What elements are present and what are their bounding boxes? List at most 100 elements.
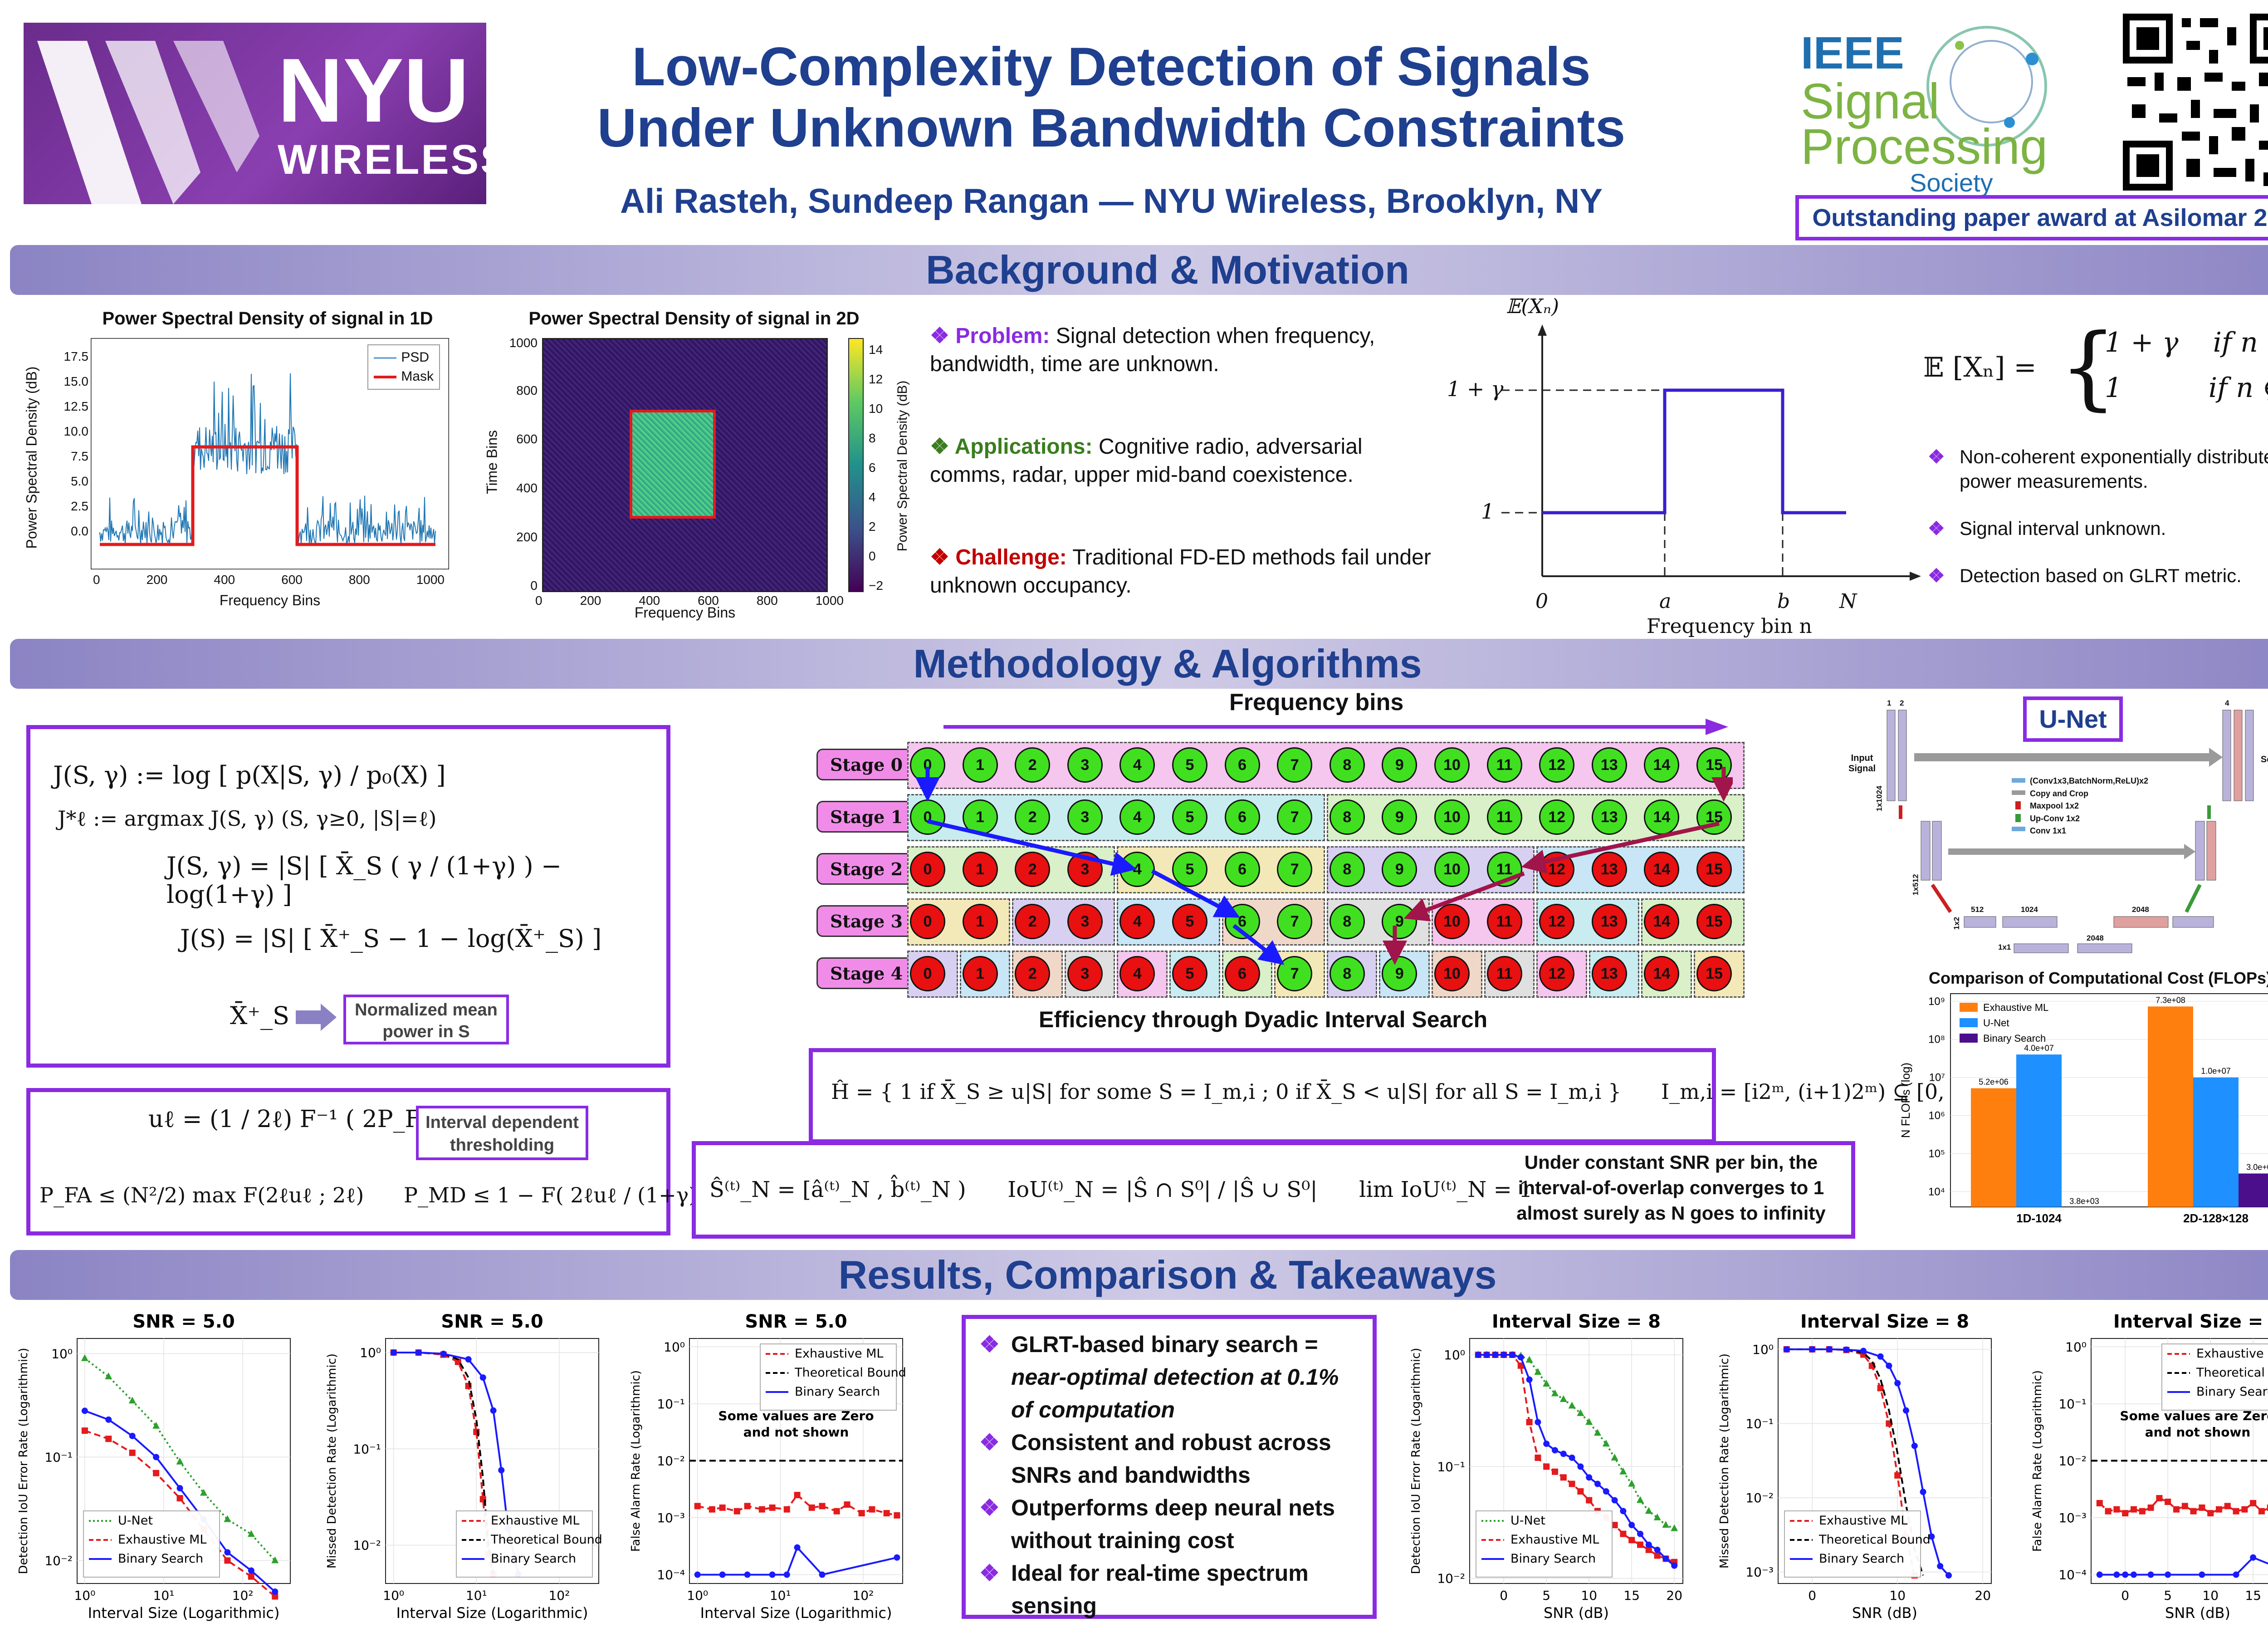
data-point — [2173, 1506, 2180, 1513]
bin-circle: 14 — [1644, 852, 1680, 887]
ylabel: False Alarm Rate (Logarithmic) — [2031, 1370, 2044, 1552]
data-point — [390, 1349, 397, 1356]
xtick: 10¹ — [466, 1588, 487, 1603]
diamond-icon: ❖ — [930, 435, 955, 459]
psd1d-xticks: 0 200 400 600 800 1000 — [91, 573, 449, 591]
data-point — [153, 1470, 160, 1476]
iou-convergence-text: Under constant SNR per bin, the interval… — [1516, 1152, 1826, 1224]
data-point — [1653, 1513, 1661, 1520]
bin-circle: 1 — [962, 799, 998, 835]
ytick: 15.0 — [64, 374, 89, 388]
bin-circle: 0 — [910, 956, 945, 991]
data-point — [1577, 1488, 1584, 1495]
network-swirl-icon — [1926, 26, 2047, 147]
data-point — [2113, 1506, 2120, 1513]
data-point — [1945, 1572, 1952, 1579]
flops-legend-swatch — [1960, 1018, 1978, 1027]
data-point — [1783, 1346, 1790, 1353]
bin-circle: 10 — [1434, 904, 1470, 939]
data-point — [2241, 1506, 2248, 1513]
bullet-challenge: ❖ Challenge: Traditional FD-ED methods f… — [930, 544, 1438, 600]
data-point — [1860, 1348, 1867, 1354]
flops-bar-label: 3.0e+04 — [2246, 1162, 2268, 1172]
decision-rule-panel: Ĥ = { 1 if X̄_S ≥ u|S| for some S = I_m,… — [809, 1048, 2038, 1143]
bin-circle: 11 — [1486, 747, 1522, 783]
interval-threshold-note: Interval dependent thresholding — [416, 1106, 588, 1160]
ylabel: Detection IoU Error Rate (Logarithmic) — [1409, 1348, 1423, 1574]
signal-text: Signal — [1801, 74, 1940, 129]
unet-dim: 2 — [1900, 699, 1904, 707]
data-point — [1611, 1497, 1618, 1504]
bin-circle: 3 — [1067, 747, 1103, 783]
ytick: 12.5 — [64, 399, 89, 413]
data-point — [2147, 1504, 2154, 1511]
step-xtick-b: b — [1777, 590, 1790, 613]
legend-label: Theoretical Bound — [490, 1533, 602, 1547]
data-point — [2105, 1508, 2112, 1515]
legend-mask-label: Mask — [401, 369, 434, 384]
data-point — [2165, 1499, 2171, 1505]
iou-panel: Ŝ⁽ᵗ⁾_N = [â⁽ᵗ⁾_N , b̂⁽ᵗ⁾_N ) IoU⁽ᵗ⁾_N = … — [692, 1141, 1855, 1239]
xtick: 0 — [535, 593, 543, 608]
data-point — [1877, 1385, 1884, 1392]
bin-circle: 1 — [962, 904, 998, 939]
unet-title-box: U-Net — [2023, 696, 2123, 742]
data-point — [1475, 1352, 1481, 1358]
ytick: 10⁰ — [2065, 1339, 2087, 1354]
legend-psd-label: PSD — [401, 350, 429, 365]
data-point — [744, 1571, 751, 1578]
bin-circle: 13 — [1591, 799, 1627, 835]
legend-box — [1784, 1510, 1921, 1578]
diamond-icon: ❖ — [1928, 518, 1945, 539]
bin-circle: 14 — [1644, 956, 1680, 991]
data-point — [2139, 1508, 2146, 1515]
unet-legend-item: (Conv1x3,BatchNorm,ReLU)x2 — [2030, 776, 2149, 785]
right-bullet: ❖Signal interval unknown. — [1928, 516, 2268, 541]
ytick: 10⁰ — [1752, 1342, 1774, 1357]
takeaway-item: ❖ Consistent and robust across SNRs and … — [979, 1426, 1359, 1491]
step-function-figure: 𝔼(Xₙ) 1 + γ 1 0 a b N Frequency bin n — [1447, 295, 1923, 640]
data-point — [1637, 1496, 1644, 1503]
data-point — [1928, 1533, 1935, 1540]
bin-circle: 15 — [1696, 852, 1732, 887]
xtick: 0 — [93, 573, 100, 587]
bin-circle: 14 — [1644, 799, 1680, 835]
bin-circle: 12 — [1539, 747, 1575, 783]
data-point — [272, 1588, 279, 1595]
flops-ytick: 10⁷ — [1929, 1072, 1945, 1084]
flops-ylabel: N FLOPs (log) — [1899, 1063, 1912, 1138]
frequency-arrow-icon — [943, 719, 1728, 735]
ytick: 10⁻² — [1437, 1571, 1465, 1586]
data-point — [719, 1571, 726, 1578]
bin-circle: 7 — [1277, 747, 1313, 783]
right-bullets: ❖Non-coherent exponentially distributed … — [1928, 445, 2268, 588]
qr-code[interactable] — [2123, 14, 2268, 191]
flops-bar-label: 1.0e+07 — [2201, 1067, 2231, 1076]
authors: Ali Rasteh, Sundeep Rangan — NYU Wireles… — [620, 182, 1603, 221]
data-point — [1585, 1418, 1593, 1425]
data-point — [1886, 1363, 1892, 1369]
data-point — [1637, 1541, 1643, 1548]
step-xtick-0: 0 — [1535, 590, 1548, 613]
bin-circle: 4 — [1119, 956, 1155, 991]
data-point — [415, 1349, 422, 1356]
data-point — [1577, 1463, 1584, 1470]
unet-input-label: Input Signal — [1848, 753, 1876, 774]
data-point — [1492, 1352, 1499, 1358]
legend-psd: PSD — [374, 348, 434, 367]
data-point — [1526, 1419, 1533, 1426]
plot-annotation: and not shown — [743, 1425, 849, 1440]
flops-bar — [2016, 1054, 2062, 1207]
data-point — [794, 1492, 801, 1499]
ytick: 10⁻¹ — [1437, 1459, 1465, 1474]
data-point — [1552, 1468, 1558, 1475]
data-point — [1654, 1552, 1661, 1559]
psd1d-title: Power Spectral Density of signal in 1D — [102, 309, 433, 328]
data-point — [769, 1504, 776, 1511]
data-point — [758, 1506, 765, 1513]
data-point — [1560, 1451, 1567, 1457]
flops-bar — [2193, 1077, 2239, 1207]
